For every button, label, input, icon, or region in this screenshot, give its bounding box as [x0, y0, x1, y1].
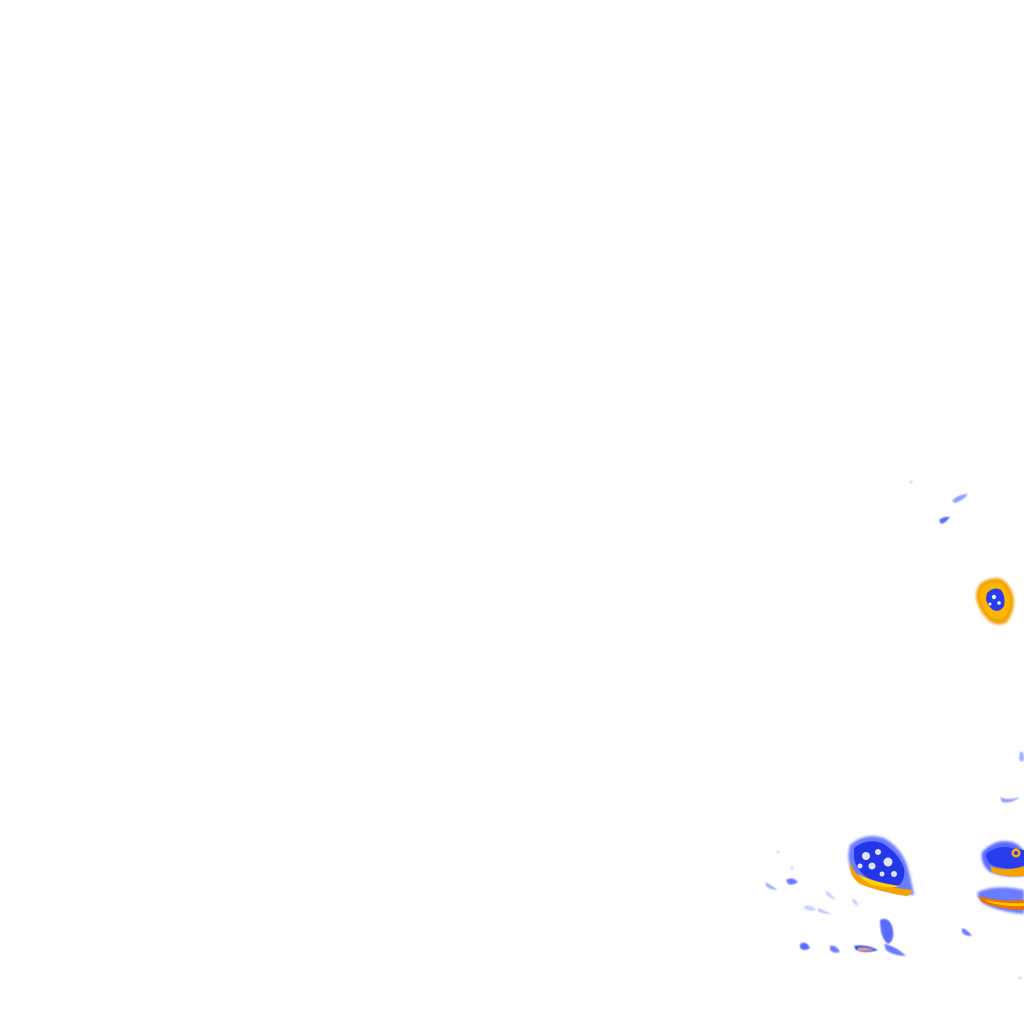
right-edge-specks [1000, 751, 1024, 803]
speck-upper-1 [952, 494, 968, 503]
lower-scattered-specks [766, 850, 1022, 980]
speck-low-15 [1018, 976, 1022, 980]
speck-low-11 [962, 928, 972, 936]
speck-low-5 [818, 908, 832, 914]
speck-low-9 [880, 918, 894, 944]
upper-specks [909, 480, 968, 524]
speck-low-3 [804, 905, 816, 911]
lower-blob-hole-7 [879, 871, 885, 877]
speck-low-13 [776, 850, 780, 854]
speck-upper-3 [909, 480, 913, 484]
speck-low-1 [766, 882, 778, 890]
speck-right-2 [1000, 797, 1020, 803]
speck-upper-2 [939, 516, 950, 524]
speck-low-7 [830, 945, 840, 953]
ring-blob-hole-1 [991, 594, 997, 600]
speck-right-1 [1019, 751, 1024, 762]
lower-blob-hole-2 [875, 849, 881, 855]
right-blob-top-core-inner [1014, 851, 1018, 855]
lower-blob-hole-3 [883, 857, 893, 867]
lower-blob-core [858, 874, 900, 888]
lower-blob-hole-6 [857, 863, 863, 869]
right-lower-blobs [977, 841, 1024, 914]
ring-blob-hole-2 [997, 601, 1001, 605]
lower-large-blob [848, 836, 914, 896]
ring-blob [976, 578, 1014, 625]
lower-blob-hole-1 [862, 852, 870, 860]
speck-low-6 [800, 942, 810, 950]
speck-low-4 [826, 890, 836, 900]
speck-low-8-core [858, 947, 874, 951]
ring-blob-hole-3 [988, 602, 992, 606]
speck-low-14 [790, 866, 794, 870]
lower-blob-hole-4 [868, 862, 876, 870]
right-blob-top-orange [990, 866, 1024, 877]
lower-blob-hole-5 [891, 871, 897, 877]
speck-low-2 [786, 878, 798, 885]
speck-low-10 [884, 944, 906, 956]
right-blob-bottom-core [986, 900, 1024, 907]
speck-low-12 [852, 898, 858, 906]
lower-blob-orange-edge [849, 860, 912, 896]
